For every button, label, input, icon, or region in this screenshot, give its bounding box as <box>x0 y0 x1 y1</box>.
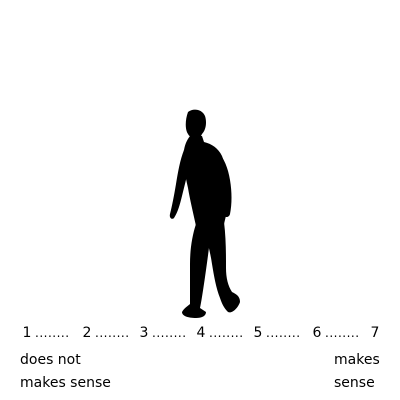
anchor-label-high-line2: sense <box>334 375 375 391</box>
rating-scale: 1 ........ 2 ........ 3 ........ 4 .....… <box>20 322 386 344</box>
scale-point-2[interactable]: 2 <box>82 325 92 341</box>
anchor-label-low: does not makes sense <box>20 349 111 395</box>
scale-separator: ........ <box>325 326 360 340</box>
scale-separator: ........ <box>35 326 70 340</box>
scale-point-6[interactable]: 6 <box>312 325 322 341</box>
anchor-label-high-line1: makes <box>334 352 380 368</box>
scale-point-7[interactable]: 7 <box>370 325 380 341</box>
scale-point-1[interactable]: 1 <box>22 325 32 341</box>
anchor-label-low-line2: makes sense <box>20 375 111 391</box>
scale-point-5[interactable]: 5 <box>253 325 263 341</box>
anchor-label-low-line1: does not <box>20 352 81 368</box>
anchor-label-high: makes sense <box>334 349 380 395</box>
scale-point-4[interactable]: 4 <box>196 325 206 341</box>
scale-separator: ........ <box>95 326 130 340</box>
scale-separator: ........ <box>266 326 301 340</box>
scale-point-3[interactable]: 3 <box>139 325 149 341</box>
scale-separator: ........ <box>152 326 187 340</box>
walking-man-silhouette-icon <box>169 109 240 318</box>
scale-separator: ........ <box>209 326 244 340</box>
